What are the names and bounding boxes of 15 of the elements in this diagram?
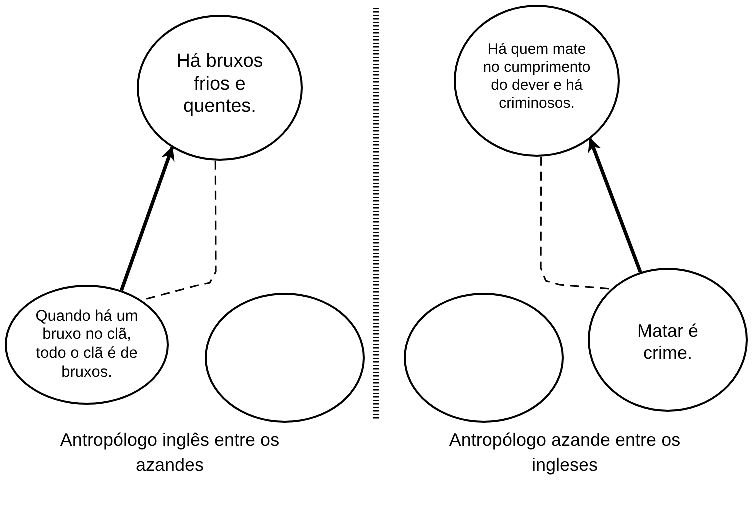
statement-ellipse: [454, 5, 620, 157]
panel-caption: Antropólogo azande entre os ingleses: [448, 429, 682, 478]
arrow: [588, 138, 642, 273]
statement-text: Matar é crime.: [636, 321, 700, 365]
dashed-connector: [540, 156, 612, 290]
panel-caption: Antropólogo inglês entre os azandes: [59, 429, 281, 478]
statement-ellipse: [5, 285, 169, 405]
statement-ellipse: [137, 15, 303, 161]
statement-ellipse: [588, 268, 748, 412]
statement-text: Quando há um bruxo no clã, todo o clã é de bruxos.: [34, 308, 140, 382]
statement-text: Há bruxos frios e quentes.: [176, 50, 264, 120]
arrow: [120, 146, 175, 292]
statement-text: Há quem mate no cumprimento do dever e há criminosos.: [482, 41, 592, 113]
empty-ellipse: [404, 293, 564, 423]
empty-ellipse: [205, 293, 365, 423]
